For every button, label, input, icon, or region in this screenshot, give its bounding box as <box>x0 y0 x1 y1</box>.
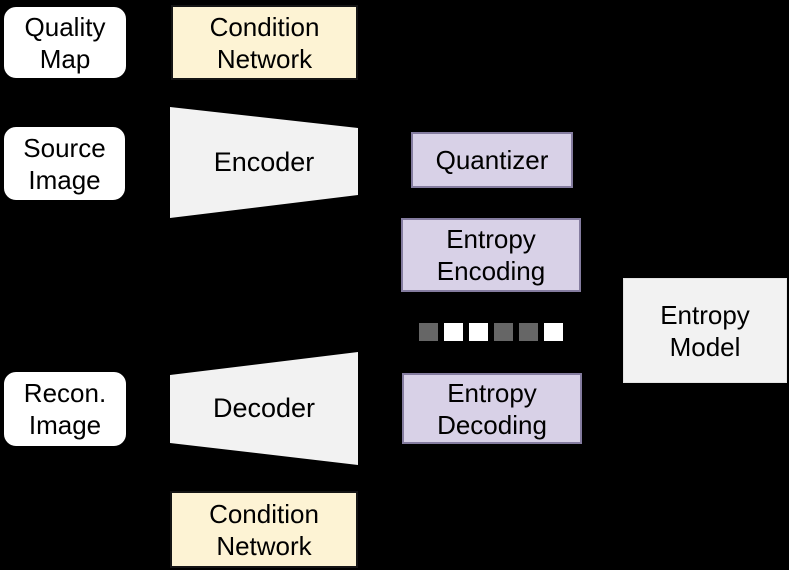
recon-image-label-line1: Recon. <box>23 378 107 408</box>
encoder-label: Encoder <box>213 147 315 177</box>
condition-network-top-label-line1: Condition <box>209 11 320 42</box>
source-image-label-line2: Image <box>28 164 101 195</box>
entropy-encoding-label-line1: Entropy <box>446 224 536 254</box>
quality-map-label-line2: Map <box>39 43 91 74</box>
entropy-decoding-label-line2: Decoding <box>437 409 547 440</box>
entropy-model-box: Entropy Model <box>623 278 787 383</box>
quantizer-box: Quantizer <box>411 132 573 188</box>
bit-cell <box>467 321 490 343</box>
bit-cell <box>542 321 565 343</box>
entropy-decoding-label-line1: Entropy <box>447 377 537 408</box>
bit-cell <box>492 321 515 343</box>
entropy-model-label-line2: Model <box>669 331 741 362</box>
condition-network-bottom-label-line1: Condition <box>209 498 319 529</box>
quality-map-label-line1: Quality <box>24 11 106 42</box>
entropy-model-label-line1: Entropy <box>660 299 750 330</box>
entropy-decoding-box: Entropy Decoding <box>402 373 582 444</box>
bit-cell <box>442 321 465 343</box>
source-image-box: Source Image <box>2 125 127 202</box>
quality-map-box: Quality Map <box>2 5 128 80</box>
condition-network-bottom-label-line2: Network <box>216 530 312 561</box>
condition-network-top-label-line2: Network <box>216 43 313 74</box>
quantizer-label: Quantizer <box>435 145 549 175</box>
bit-cell <box>517 321 540 343</box>
bitstream-strip <box>417 321 565 343</box>
entropy-encoding-label-line2: Encoding <box>436 256 546 286</box>
recon-image-box: Recon. Image <box>2 370 128 448</box>
condition-network-bottom-box: Condition Network <box>170 491 358 568</box>
decoder-label: Decoder <box>212 393 316 423</box>
source-image-label-line1: Source <box>23 132 106 163</box>
condition-network-top-box: Condition Network <box>171 5 358 80</box>
bit-cell <box>417 321 440 343</box>
entropy-encoding-box: Entropy Encoding <box>401 218 581 292</box>
recon-image-label-line2: Image <box>28 410 102 440</box>
